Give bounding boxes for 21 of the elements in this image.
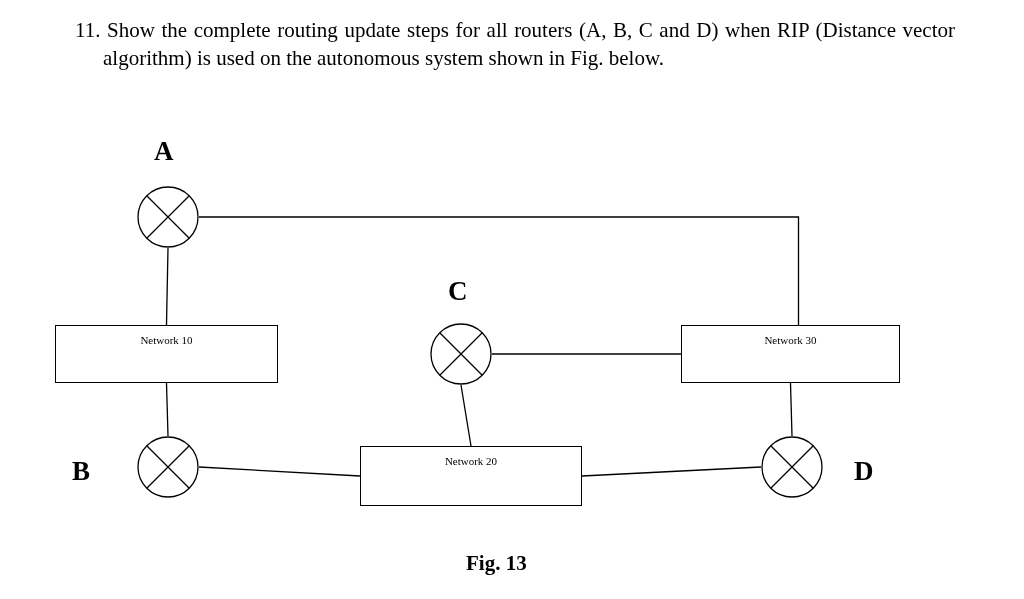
network-box: Network 10 — [55, 325, 278, 383]
router-label: B — [72, 456, 90, 486]
connection-line — [198, 216, 800, 326]
network-box: Network 20 — [360, 446, 582, 506]
connection-line — [165, 247, 169, 326]
router-symbol — [137, 436, 199, 498]
connection-line — [460, 384, 472, 447]
network-box: Network 30 — [681, 325, 900, 383]
connection-line — [581, 466, 762, 477]
router-symbol — [761, 436, 823, 498]
question-text: 11. Show the complete routing update steps for all routers (A, B, C and D) when RIP (Distance vector algorithm) is used on the autonomous system shown in Fig. below. — [75, 17, 955, 72]
figure-caption: Fig. 13 — [466, 550, 527, 576]
router-label: A — [154, 136, 174, 166]
router-label: C — [448, 276, 468, 306]
router-symbol — [430, 323, 492, 385]
router-symbol — [137, 186, 199, 248]
connection-line — [491, 353, 682, 355]
connection-line — [789, 382, 793, 437]
connection-line — [165, 382, 169, 437]
connection-line — [198, 466, 361, 477]
router-label: D — [854, 456, 874, 486]
